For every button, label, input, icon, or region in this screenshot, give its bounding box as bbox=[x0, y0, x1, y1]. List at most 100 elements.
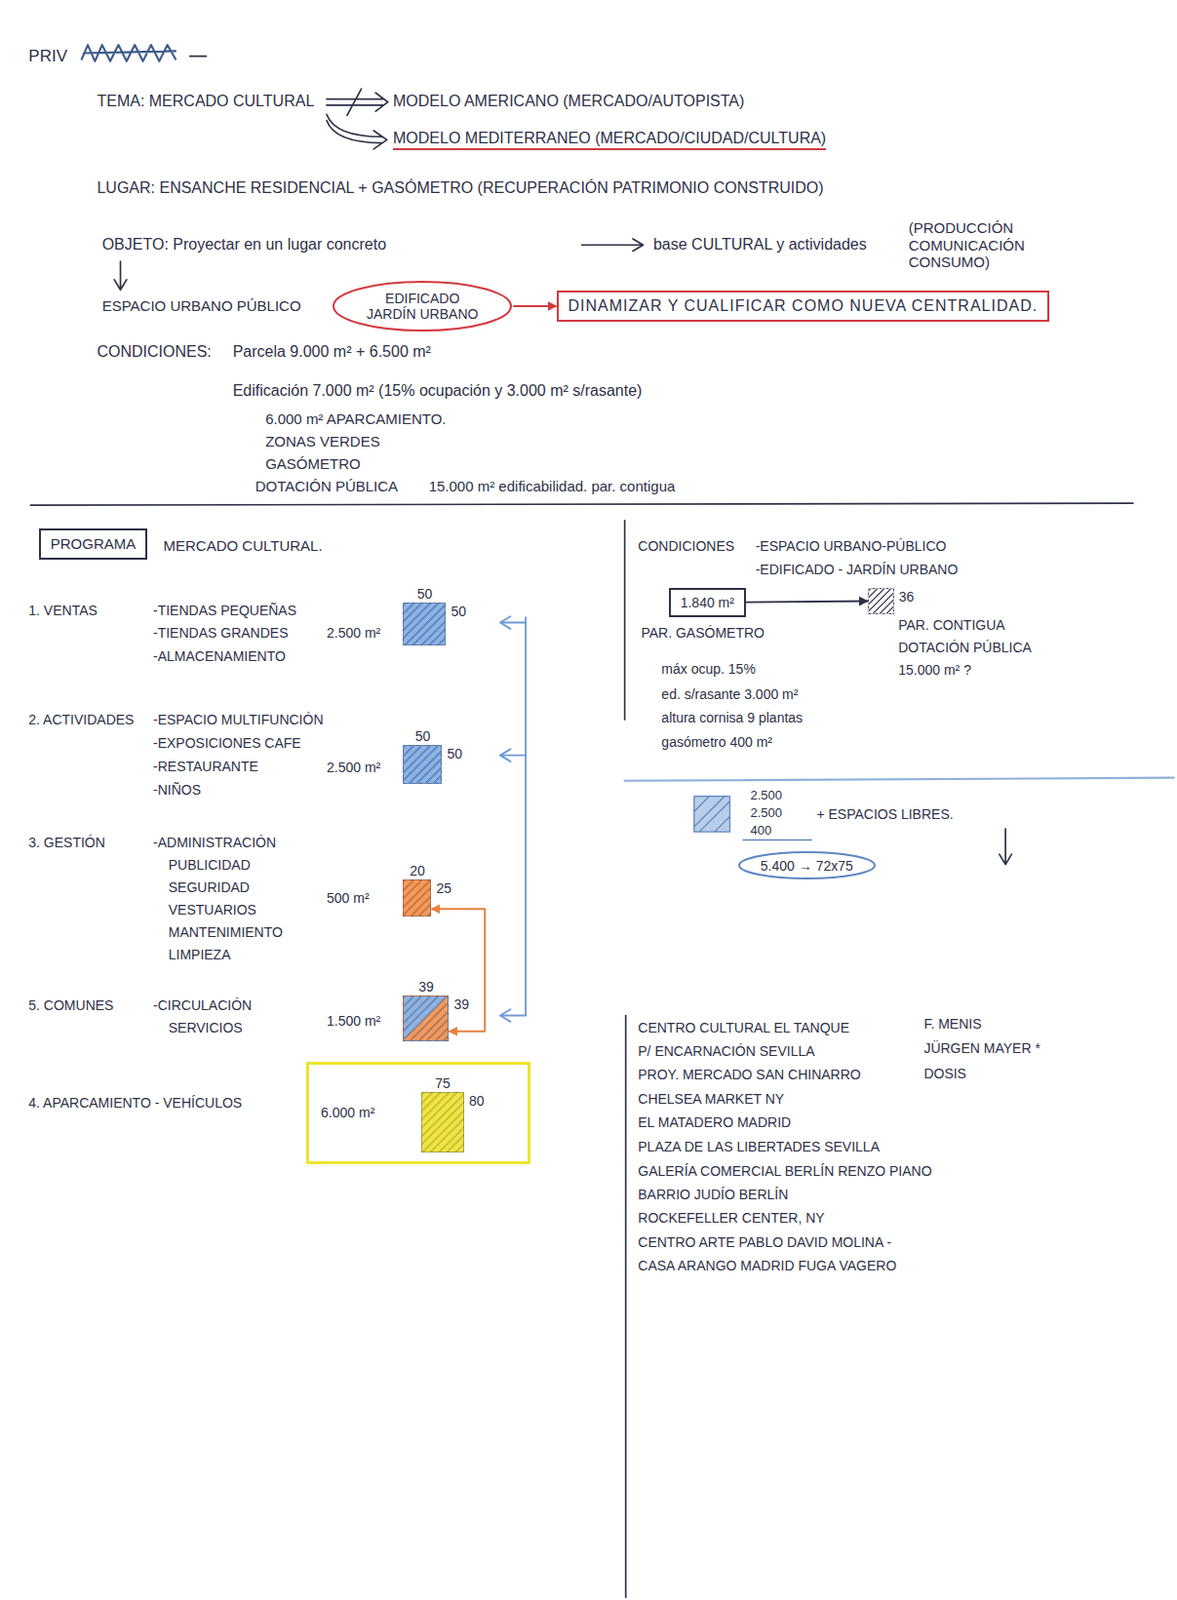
column-line bbox=[624, 520, 627, 720]
note-text: -TIENDAS GRANDES bbox=[153, 625, 288, 641]
note-text: 2. ACTIVIDADES bbox=[28, 711, 134, 728]
circled-total: 5.400 → 72x75 bbox=[737, 850, 877, 881]
note-text: F. MENIS bbox=[923, 1016, 981, 1032]
arrow bbox=[582, 238, 644, 252]
note-text: CASA ARANGO MADRID FUGA VAGERO bbox=[637, 1257, 897, 1274]
note-text: Edificación 7.000 m² (15% ocupación y 3.… bbox=[233, 382, 643, 400]
note-text: -EXPOSICIONES CAFE bbox=[153, 735, 302, 751]
note-text: TEMA: MERCADO CULTURAL bbox=[96, 92, 314, 111]
note-text: -RESTAURANTE bbox=[153, 758, 259, 775]
dimension-text: 39 bbox=[453, 996, 470, 1013]
note-text: -ALMACENAMIENTO bbox=[153, 648, 286, 665]
crossed-out-word bbox=[81, 44, 176, 62]
node-text: DINAMIZAR Y CUALIFICAR COMO NUEVA CENTRA… bbox=[568, 297, 1039, 315]
note-text: SERVICIOS bbox=[168, 1020, 243, 1036]
note-text: PUBLICIDAD bbox=[168, 857, 251, 873]
note-text: 3. GESTIÓN bbox=[28, 834, 106, 851]
note-text: MODELO MEDITERRANEO (MERCADO/CIUDAD/CULT… bbox=[392, 129, 826, 150]
note-text: OBJETO: Proyectar en un lugar concreto bbox=[102, 235, 387, 254]
circled-note: EDIFICADO JARDÍN URBANO bbox=[331, 279, 513, 333]
note-text: -NIÑOS bbox=[153, 782, 201, 798]
note-text: 500 m² bbox=[326, 890, 370, 906]
note-text: PRIV bbox=[28, 46, 68, 67]
dash bbox=[190, 55, 207, 58]
note-text: 2.500 m² bbox=[326, 759, 381, 776]
note-text: DOSIS bbox=[923, 1065, 967, 1082]
note-text: CHELSEA MARKET NY bbox=[637, 1091, 785, 1107]
note-text: máx ocup. 15% bbox=[661, 661, 756, 677]
hatch bbox=[694, 796, 731, 833]
area-square: 3939 bbox=[402, 995, 449, 1042]
node-text: PROGRAMA bbox=[50, 535, 137, 552]
note-text: EL MATADERO MADRID bbox=[637, 1114, 791, 1131]
area-square: 2025 bbox=[402, 879, 432, 917]
note-text: -ESPACIO URBANO-PÚBLICO bbox=[755, 538, 947, 554]
node-text: 1.840 m² bbox=[680, 594, 735, 611]
hatched-square bbox=[694, 796, 731, 833]
note-text: 4. APARCAMIENTO - VEHÍCULOS bbox=[28, 1095, 242, 1111]
connector bbox=[745, 600, 868, 602]
note-text: 400 bbox=[749, 823, 772, 839]
dimension-text: 75 bbox=[412, 1075, 473, 1092]
note-text: PROY. MERCADO SAN CHINARRO bbox=[637, 1066, 861, 1083]
note-text: PLAZA DE LAS LIBERTADES SEVILLA bbox=[637, 1138, 880, 1155]
node-text: 5.400 → 72x75 bbox=[760, 858, 854, 874]
note-text: GASÓMETRO bbox=[265, 455, 361, 472]
note-text: altura cornisa 9 plantas bbox=[661, 709, 803, 726]
area-text: 6.000 m² bbox=[320, 1104, 375, 1121]
ellipse-shape bbox=[333, 281, 511, 331]
dimension-text: 20 bbox=[393, 863, 440, 879]
blue-bracket bbox=[500, 616, 526, 1022]
note-text: ROCKEFELLER CENTER, NY bbox=[637, 1210, 824, 1226]
arrow bbox=[114, 261, 127, 290]
note-text: CONDICIONES bbox=[637, 538, 735, 554]
note-text: ZONAS VERDES bbox=[265, 432, 381, 450]
dimension-text: 50 bbox=[393, 728, 451, 745]
note-text: CENTRO ARTE PABLO DAVID MOLINA - bbox=[637, 1234, 892, 1251]
connector bbox=[512, 305, 556, 308]
dimension-text: 50 bbox=[393, 586, 455, 602]
note-text: DOTACIÓN PÚBLICA bbox=[898, 639, 1032, 656]
note-text: GALERÍA COMERCIAL BERLÍN RENZO PIANO bbox=[637, 1163, 932, 1179]
note-text: -TIENDAS PEQUEÑAS bbox=[153, 602, 297, 619]
area-square: 5050 bbox=[402, 745, 442, 785]
note-text: 5. COMUNES bbox=[28, 997, 114, 1014]
note-text: LUGAR: ENSANCHE RESIDENCIAL + GASÓMETRO … bbox=[96, 179, 824, 197]
area-box: 1.840 m² bbox=[668, 588, 746, 618]
parking-frame: 6.000 m² 7580 bbox=[306, 1061, 531, 1165]
note-text: MODELO AMERICANO (MERCADO/AUTOPISTA) bbox=[392, 92, 745, 111]
note-text: 15.000 m² ? bbox=[898, 662, 972, 678]
dimension-text: 80 bbox=[469, 1093, 485, 1109]
note-text: -ADMINISTRACIÓN bbox=[153, 834, 276, 851]
note-text: 2.500 m² bbox=[326, 625, 381, 641]
column-line bbox=[625, 1016, 628, 1599]
goal-box: DINAMIZAR Y CUALIFICAR COMO NUEVA CENTRA… bbox=[556, 290, 1051, 322]
note-text: 6.000 m² APARCAMIENTO. bbox=[265, 410, 446, 428]
note-text: 15.000 m² edificabilidad. par. contigua bbox=[429, 477, 676, 495]
double-arrow bbox=[326, 114, 388, 150]
note-text: ESPACIO URBANO PÚBLICO bbox=[102, 297, 302, 314]
note-text: VESTUARIOS bbox=[168, 902, 257, 918]
note-text: PAR. GASÓMETRO bbox=[640, 625, 765, 641]
double-arrow bbox=[326, 88, 389, 116]
area-square: 5050 bbox=[402, 602, 446, 646]
note-text: Parcela 9.000 m² + 6.500 m² bbox=[233, 343, 432, 361]
note-text: P/ ENCARNACIÓN SEVILLA bbox=[637, 1043, 815, 1060]
note-text: MANTENIMIENTO bbox=[168, 924, 283, 941]
separator-line bbox=[30, 503, 1134, 506]
note-text: MERCADO CULTURAL. bbox=[162, 537, 322, 554]
dimension-text: 25 bbox=[435, 880, 452, 897]
note-text: 1.500 m² bbox=[326, 1013, 381, 1029]
area-square: 7580 bbox=[421, 1092, 465, 1153]
dimension-text: 39 bbox=[393, 979, 458, 995]
note-text: 2.500 bbox=[749, 788, 783, 804]
node-text: EDIFICADO JARDÍN URBANO bbox=[361, 290, 484, 322]
note-text: -ESPACIO MULTIFUNCIÓN bbox=[153, 711, 324, 728]
note-text: JÜRGEN MAYER * bbox=[923, 1040, 1041, 1057]
dimension-text: 36 bbox=[899, 588, 915, 605]
area-square: 36 bbox=[867, 588, 895, 615]
note-text: DOTACIÓN PÚBLICA bbox=[255, 477, 398, 495]
note-text: (PRODUCCIÓN COMUNICACIÓN CONSUMO) bbox=[908, 219, 1031, 271]
note-text: -EDIFICADO - JARDÍN URBANO bbox=[755, 561, 959, 578]
